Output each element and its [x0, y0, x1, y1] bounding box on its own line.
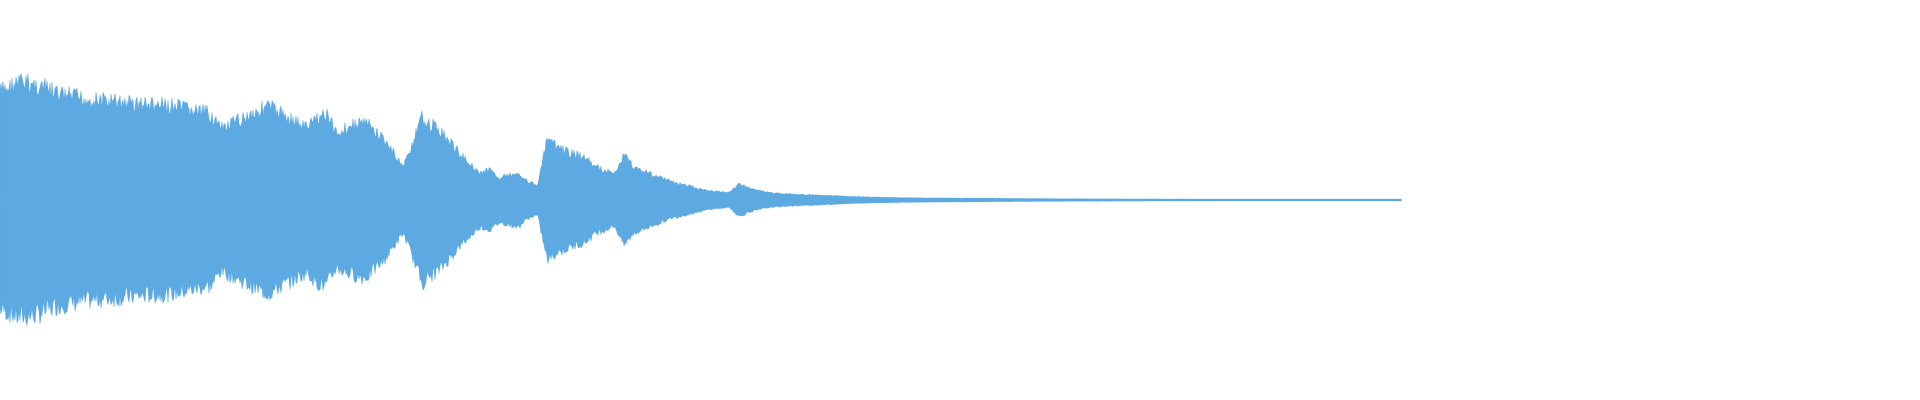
audio-waveform — [0, 73, 1402, 326]
waveform-display — [0, 73, 1402, 326]
